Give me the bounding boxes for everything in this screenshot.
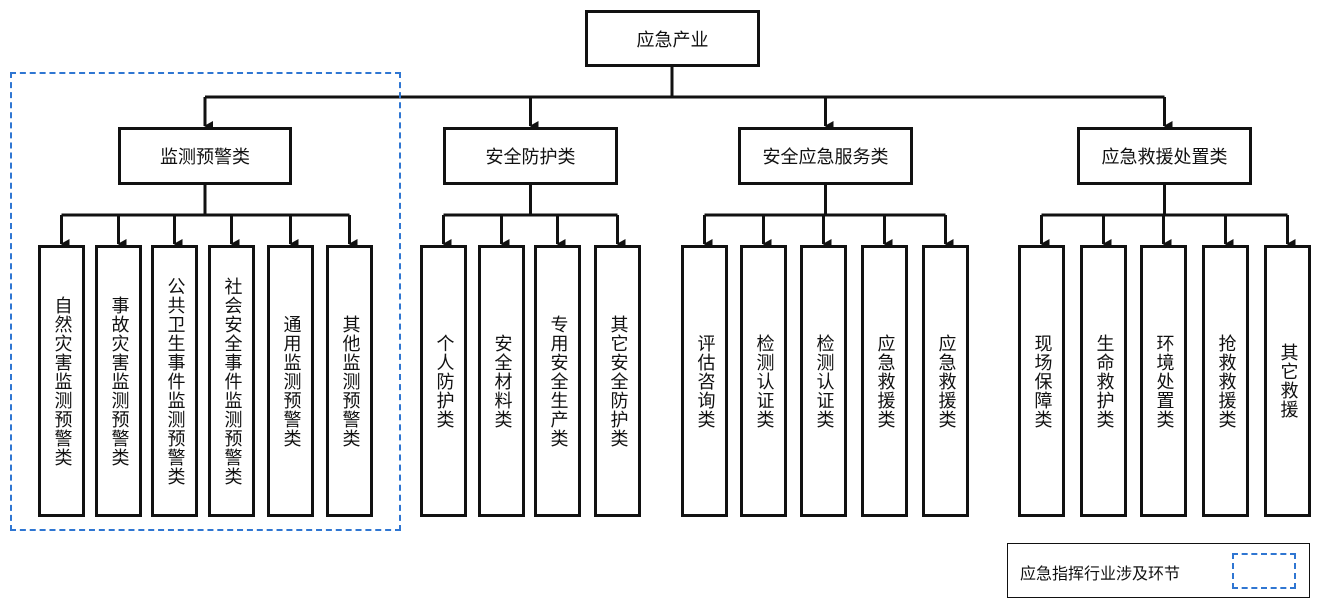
leaf-node: 社会安全事件监测预警类 [208,245,255,517]
leaf-label: 其它安全防护类 [607,314,629,448]
leaf-node: 个人防护类 [420,245,467,517]
leaf-node: 通用监测预警类 [267,245,314,517]
leaf-label: 抢救救援类 [1215,333,1237,429]
leaf-node: 生命救护类 [1080,245,1127,517]
leaf-label: 其它救援 [1277,343,1299,419]
leaf-label: 生命救护类 [1093,333,1115,429]
leaf-label: 应急救援类 [935,333,957,429]
leaf-label: 个人防护类 [433,333,455,429]
category-label: 监测预警类 [160,147,250,168]
leaf-node: 应急救援类 [861,245,908,517]
legend-dashed-swatch [1232,553,1296,589]
category-node: 应急救援处置类 [1077,127,1252,185]
leaf-node: 事故灾害监测预警类 [95,245,142,517]
leaf-label: 其他监测预警类 [339,314,361,448]
leaf-label: 事故灾害监测预警类 [108,295,130,467]
root-node: 应急产业 [585,10,760,67]
category-node: 监测预警类 [118,127,292,185]
category-node: 安全应急服务类 [738,127,913,185]
category-label: 安全防护类 [485,147,576,168]
leaf-label: 环境处置类 [1153,333,1175,429]
leaf-label: 检测认证类 [813,333,835,429]
leaf-node: 环境处置类 [1140,245,1187,517]
leaf-label: 评估咨询类 [694,333,716,429]
leaf-node: 安全材料类 [478,245,525,517]
leaf-label: 检测认证类 [753,333,775,429]
leaf-node: 现场保障类 [1018,245,1065,517]
root-label: 应急产业 [636,29,709,51]
leaf-node: 其他监测预警类 [326,245,373,517]
leaf-node: 应急救援类 [922,245,969,517]
legend: 应急指挥行业涉及环节 [1007,543,1310,598]
legend-label: 应急指挥行业涉及环节 [1020,564,1181,583]
leaf-label: 现场保障类 [1031,333,1053,429]
leaf-node: 其它救援 [1264,245,1311,517]
leaf-label: 专用安全生产类 [547,314,569,448]
leaf-label: 通用监测预警类 [280,314,302,448]
leaf-node: 评估咨询类 [681,245,728,517]
leaf-label: 公共卫生事件监测预警类 [164,276,186,486]
highlight-region [10,72,401,531]
leaf-label: 安全材料类 [491,333,513,429]
category-node: 安全防护类 [443,127,618,185]
leaf-node: 检测认证类 [740,245,787,517]
leaf-node: 检测认证类 [800,245,847,517]
leaf-node: 抢救救援类 [1202,245,1249,517]
category-label: 安全应急服务类 [762,147,889,168]
leaf-label: 应急救援类 [874,333,896,429]
leaf-label: 自然灾害监测预警类 [51,295,73,467]
category-label: 应急救援处置类 [1101,147,1228,168]
leaf-node: 其它安全防护类 [594,245,641,517]
leaf-node: 专用安全生产类 [534,245,581,517]
leaf-node: 公共卫生事件监测预警类 [151,245,198,517]
leaf-node: 自然灾害监测预警类 [38,245,85,517]
leaf-label: 社会安全事件监测预警类 [221,276,243,486]
